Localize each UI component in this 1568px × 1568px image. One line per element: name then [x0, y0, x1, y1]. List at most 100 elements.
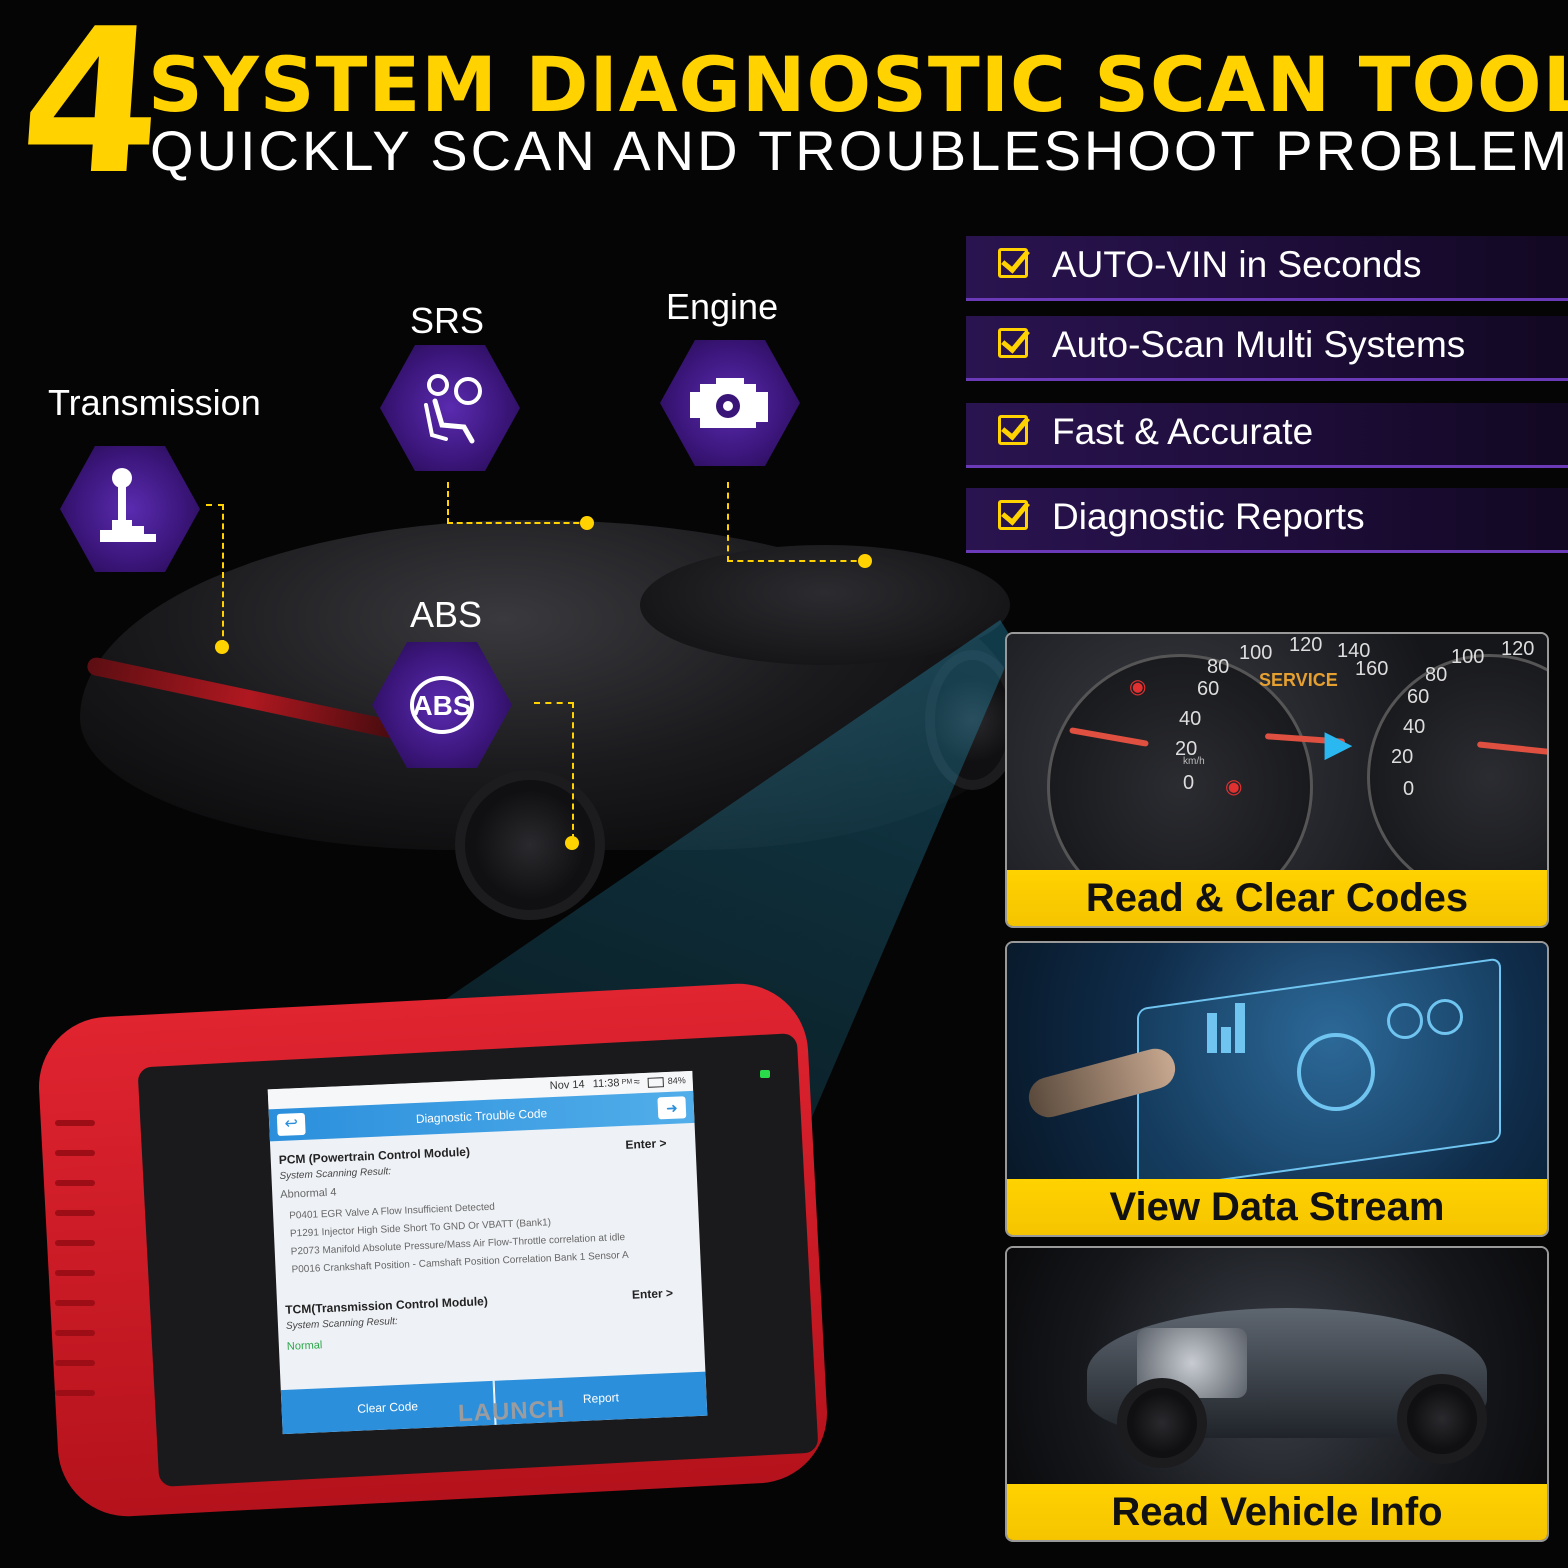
status-time: 11:38 [592, 1077, 620, 1091]
gear-shifter-icon [100, 468, 156, 542]
connector-dot [580, 516, 594, 530]
feature-label: Auto-Scan Multi Systems [1052, 324, 1466, 365]
gauge-tick: 100 [1451, 646, 1485, 668]
gauge-tick: 140 [1337, 640, 1371, 662]
gauge-tick: 20 [1175, 738, 1198, 760]
vehicle-image [1007, 1248, 1547, 1484]
dial-graphic [1427, 999, 1463, 1035]
transmission-hex [60, 446, 200, 572]
grip-rib [55, 1210, 95, 1216]
status-meridiem: PM [621, 1078, 633, 1086]
tcm-enter-button[interactable]: Enter > [631, 1285, 674, 1302]
tcm-result: Normal [286, 1339, 323, 1353]
grip-rib [55, 1300, 95, 1306]
device-screen: Nov 14 11:38 PM ≈ 84% ↩ Diagnostic Troub… [267, 1070, 708, 1435]
headline-number: 4 [13, 0, 170, 219]
checkbox-icon [998, 248, 1028, 278]
page-title: SYSTEM DIAGNOSTIC SCAN TOOL [148, 40, 1568, 129]
status-date: Nov 14 [549, 1078, 585, 1093]
tcm-module-name: TCM(Transmission Control Module) [285, 1294, 489, 1317]
gauge-tick: 160 [1355, 658, 1389, 680]
dashboard-image: SERVICE 100 120 140 80 60 40 20 0 160 10… [1007, 634, 1547, 920]
feature-item-diagnostic-reports: Diagnostic Reports [966, 488, 1568, 553]
system-label-srs: SRS [410, 300, 485, 341]
gauge-tick: 40 [1179, 708, 1202, 730]
feature-label: Diagnostic Reports [1052, 496, 1365, 537]
feature-label: AUTO-VIN in Seconds [1052, 244, 1422, 285]
checkbox-icon [998, 328, 1028, 358]
gauge-tick: 120 [1289, 634, 1323, 656]
battery-percent: 84% [667, 1075, 686, 1086]
engine-hex [660, 340, 800, 466]
abs-badge: ABS [412, 690, 472, 721]
connector-line [727, 482, 867, 562]
exit-button[interactable]: ➜ [657, 1096, 687, 1120]
gauge-tick: 0 [1183, 772, 1195, 794]
system-label-abs: ABS [410, 594, 483, 635]
gauge-tick: 80 [1425, 664, 1448, 686]
feature-item-auto-vin: AUTO-VIN in Seconds [966, 236, 1568, 301]
grip-rib [55, 1390, 95, 1396]
gauge-tick: 120 [1501, 638, 1535, 660]
checkbox-icon [998, 500, 1028, 530]
car-wheel-front [455, 770, 605, 920]
grip-rib [55, 1330, 95, 1336]
grip-rib [55, 1120, 95, 1126]
connector-dot [215, 640, 229, 654]
checkbox-icon [998, 415, 1028, 445]
card-read-clear-codes: SERVICE 100 120 140 80 60 40 20 0 160 10… [1005, 632, 1549, 928]
gauge-tick: 20 [1391, 746, 1414, 768]
srs-hex [380, 345, 520, 471]
pcm-result-label: System Scanning Result: [279, 1166, 392, 1182]
battery-icon [647, 1077, 664, 1088]
card-view-data-stream: View Data Stream [1005, 941, 1549, 1237]
connector-dot [565, 836, 579, 850]
wifi-icon: ≈ [633, 1076, 641, 1089]
parking-brake-icon: ◉ [1225, 776, 1243, 798]
power-led [760, 1070, 770, 1078]
gauge-tick: 40 [1403, 716, 1426, 738]
dtc-code: P0401 EGR Valve A Flow Insufficient Dete… [288, 1201, 496, 1222]
card-label: View Data Stream [1007, 1179, 1547, 1235]
page-subtitle: QUICKLY SCAN AND TROUBLESHOOT PROBLEMS [150, 119, 1568, 182]
connector-dot [858, 554, 872, 568]
vehicle-wheel [1397, 1374, 1487, 1464]
gauge-tick: 60 [1197, 678, 1220, 700]
grip-rib [55, 1270, 95, 1276]
gauge-right [1367, 654, 1547, 900]
connector-line [447, 482, 589, 524]
car-roof [640, 545, 1010, 665]
bar-graphic [1235, 1003, 1245, 1053]
grip-rib [55, 1150, 95, 1156]
feature-item-auto-scan: Auto-Scan Multi Systems [966, 316, 1568, 381]
engine-icon [690, 378, 768, 428]
warning-light-icon: ◉ [1129, 676, 1147, 698]
vehicle-wheel [1117, 1378, 1207, 1468]
bar-graphic [1221, 1027, 1231, 1053]
service-label: SERVICE [1259, 670, 1338, 690]
gauge-tick: 80 [1207, 656, 1230, 678]
abs-hex: ABS [372, 642, 512, 768]
dial-graphic [1387, 1003, 1423, 1039]
card-read-vehicle-info: Read Vehicle Info [1005, 1246, 1549, 1542]
card-label: Read & Clear Codes [1007, 870, 1547, 926]
card-label: Read Vehicle Info [1007, 1484, 1547, 1540]
pcm-module-name: PCM (Powertrain Control Module) [278, 1144, 471, 1168]
system-label-transmission: Transmission [48, 382, 261, 423]
tcm-result-label: System Scanning Result: [285, 1315, 398, 1332]
pcm-enter-button[interactable]: Enter > [625, 1136, 667, 1152]
grip-rib [55, 1240, 95, 1246]
feature-item-fast-accurate: Fast & Accurate [966, 403, 1568, 468]
feature-label: Fast & Accurate [1052, 411, 1314, 452]
gauge-tick: 100 [1239, 642, 1273, 664]
system-label-engine: Engine [666, 286, 779, 327]
grip-rib [55, 1180, 95, 1186]
gauge-tick: 60 [1407, 686, 1430, 708]
arrow-right-icon: ▶ [1325, 725, 1352, 763]
gauge-graphic [1297, 1033, 1375, 1111]
unit-label: km/h [1183, 756, 1205, 767]
connector-line [206, 504, 224, 646]
data-stream-image [1007, 943, 1547, 1193]
connector-line [534, 702, 574, 840]
pcm-result: Abnormal 4 [280, 1186, 337, 1201]
